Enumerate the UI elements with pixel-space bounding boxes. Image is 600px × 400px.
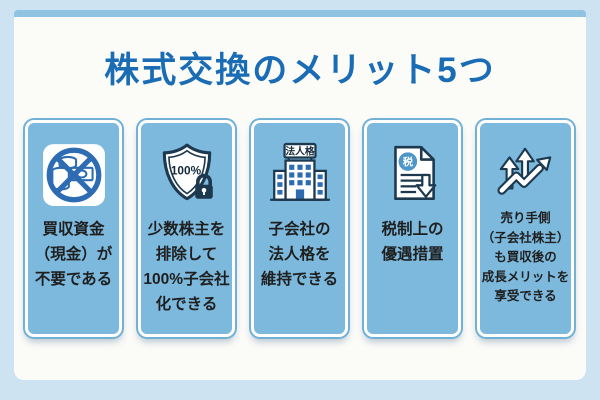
no-cash-icon (41, 133, 107, 217)
card-caption: 買収資金 （現金）が 不要である (35, 217, 113, 292)
page-title: 株式交換のメリット5つ (104, 51, 496, 90)
card-caption: 税制上の 優遇措置 (381, 217, 443, 267)
growth-arrows-icon (494, 133, 558, 209)
card-text-line: 維持できる (260, 271, 339, 289)
card-text-line: 税制上の (381, 221, 444, 238)
merit-card-no-cash: 買収資金 （現金）が 不要である (25, 120, 122, 337)
card-text-line: 享受できる (494, 289, 557, 303)
card-text-line: も買収後の (494, 250, 557, 264)
card-text-line: 法人格を (268, 246, 331, 264)
card-text-line: 優遇措置 (381, 246, 444, 264)
card-text-line: 排除して (155, 246, 218, 264)
card-text-line: 子会社の (268, 221, 331, 238)
card-caption: 子会社の 法人格を 維持できる (261, 217, 338, 292)
card-text-line: （現金）が (34, 246, 113, 264)
card-text-line: 化できる (155, 296, 218, 314)
merit-cards-row: 買収資金 （現金）が 不要である 100% 少数株主を 排除して 100%子会社… (25, 120, 574, 337)
building-sign-label: 法人格 (285, 144, 315, 157)
card-caption: 少数株主を 排除して 100%子会社 化できる (143, 217, 229, 317)
company-building-icon: 法人格 (266, 133, 334, 217)
merit-card-seller-growth: 売り手側 （子会社株主） も買収後の 成長メリットを 享受できる (477, 120, 574, 337)
merit-card-corporate-status: 法人格 子会社の 法人格を 維持できる (251, 120, 348, 337)
tax-document-icon: 税 (380, 133, 446, 217)
shield-100-lock-icon: 100% (154, 133, 220, 217)
card-text-line: 成長メリットを (481, 269, 570, 284)
merit-card-tax-benefit: 税 税制上の 優遇措置 (364, 120, 461, 337)
card-text-line: 少数株主を (147, 221, 226, 238)
shield-label: 100% (170, 163, 201, 177)
card-text-line: 100%子会社 (143, 271, 230, 289)
card-text-line: （子会社株主） (481, 230, 570, 245)
merit-card-full-subsidiary: 100% 少数株主を 排除して 100%子会社 化できる (138, 120, 235, 337)
card-text-line: 買収資金 (42, 221, 105, 238)
card-text-line: 売り手側 (500, 211, 551, 225)
card-text-line: 不要である (34, 271, 113, 289)
tax-badge-label: 税 (402, 156, 413, 169)
top-accent-bar (14, 10, 586, 17)
card-caption: 売り手側 （子会社株主） も買収後の 成長メリットを 享受できる (482, 209, 570, 307)
